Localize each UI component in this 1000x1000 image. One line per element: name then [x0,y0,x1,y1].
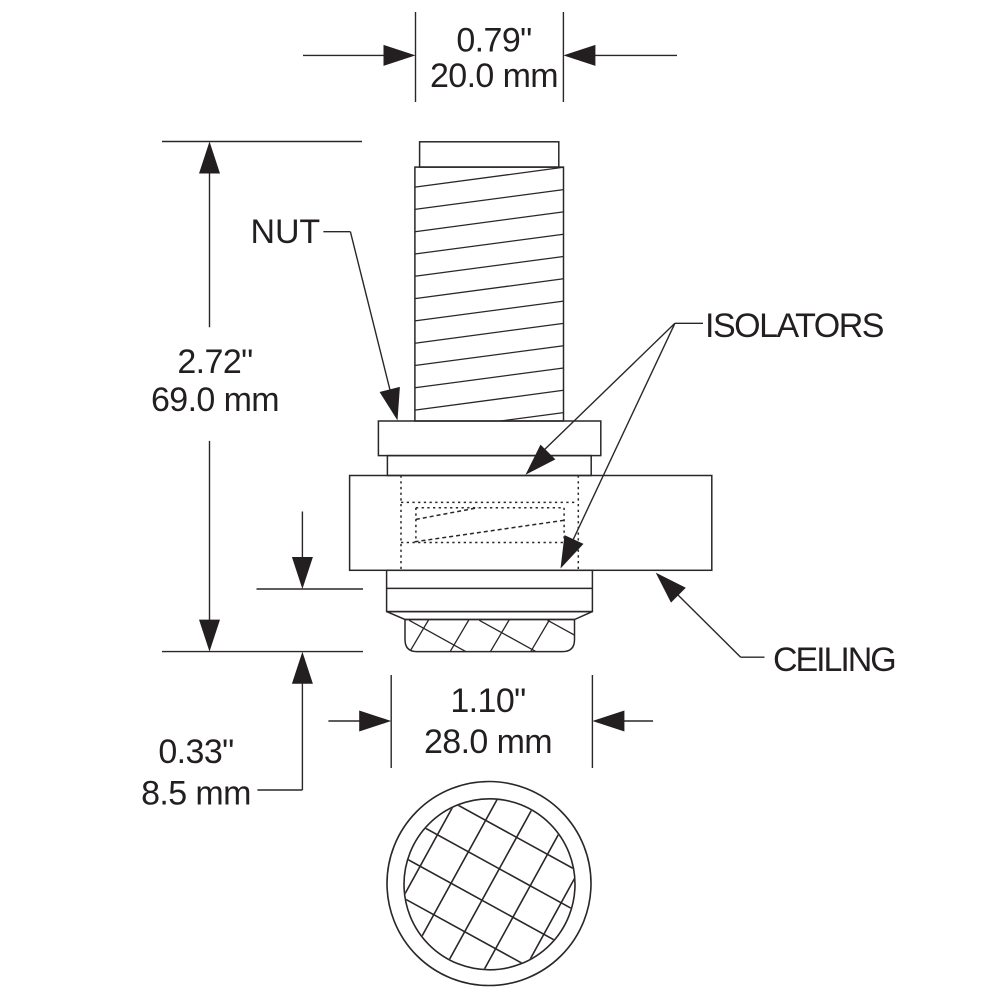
svg-text:2.72": 2.72" [177,343,252,381]
svg-text:28.0 mm: 28.0 mm [424,723,552,761]
svg-text:1.10": 1.10" [450,682,525,720]
svg-text:0.79": 0.79" [456,22,531,60]
svg-text:8.5 mm: 8.5 mm [141,775,251,813]
svg-text:0.33": 0.33" [158,733,233,771]
svg-text:NUT: NUT [251,213,321,251]
svg-text:69.0 mm: 69.0 mm [151,381,279,419]
svg-text:20.0 mm: 20.0 mm [430,57,558,95]
svg-text:CEILING: CEILING [773,641,895,679]
svg-text:ISOLATORS: ISOLATORS [705,307,884,345]
